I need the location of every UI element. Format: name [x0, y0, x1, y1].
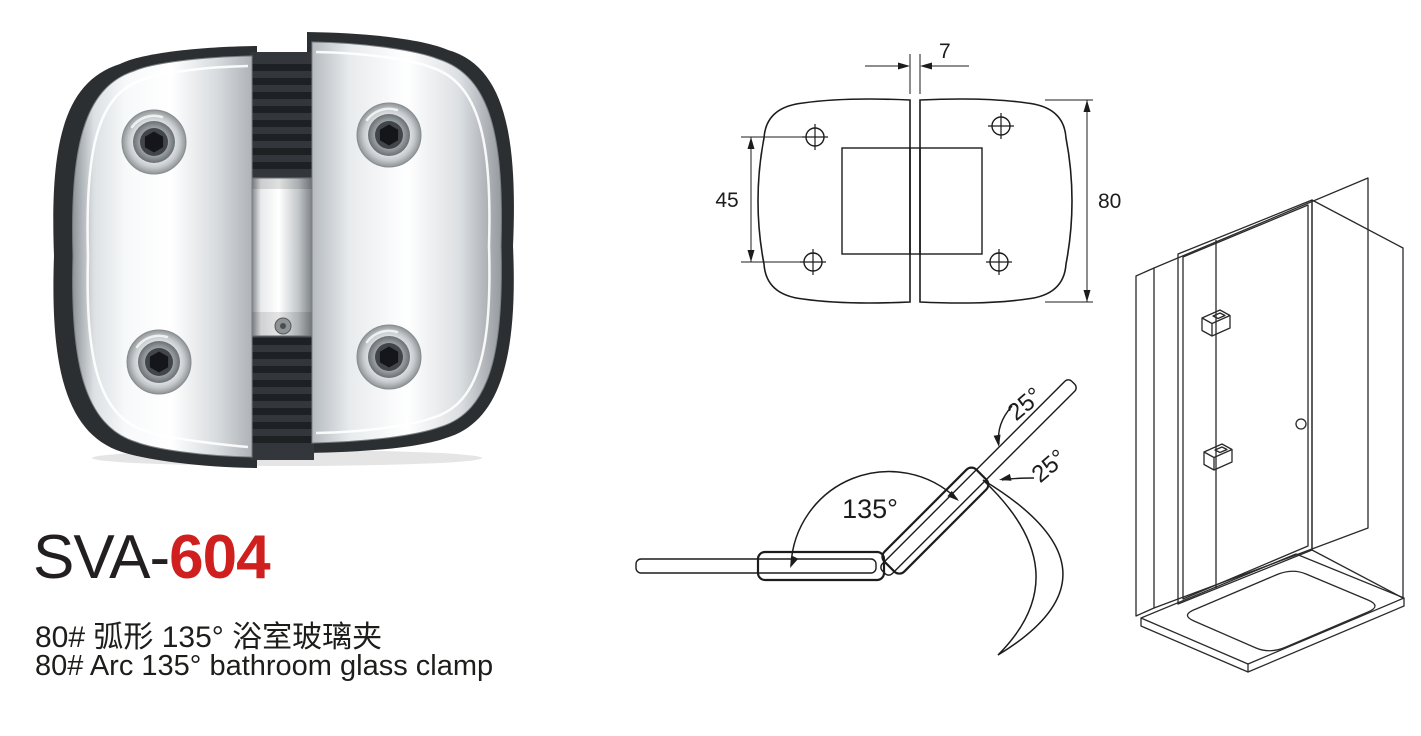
left-clamp-plate: [72, 55, 253, 458]
angle-label-swing-upper: 25°: [1003, 382, 1048, 426]
dimension-overall-height: 80: [1045, 99, 1121, 303]
hex-screw-bottom-left: [125, 328, 193, 396]
angled-glass-panel: [880, 379, 1077, 576]
angle-label-main: 135°: [842, 494, 898, 524]
main-angle-annotation: 135°: [790, 470, 959, 568]
clamp-on-horizontal-panel: [756, 550, 886, 582]
dimension-hole-spacing: 45: [715, 136, 804, 263]
product-photo: [53, 32, 514, 468]
hex-screw-top-right: [355, 101, 423, 169]
swing-upper-annotation: 25°: [993, 382, 1048, 447]
installation-diagram: [1135, 177, 1405, 673]
hinge-barrel: [248, 177, 316, 337]
screw-holes: [800, 113, 1014, 275]
product-code: SVA-604: [33, 522, 271, 593]
door-knob: [1295, 418, 1307, 430]
swing-envelope: [982, 479, 1064, 656]
swing-lower-annotation: 25°: [999, 444, 1072, 488]
hex-screw-bottom-right: [355, 323, 423, 391]
glass-notch: [841, 147, 983, 255]
top-view-plates: [757, 98, 1073, 304]
return-panel: [1311, 199, 1404, 599]
glass-door-panel: [1177, 199, 1313, 605]
dim-label-height: 80: [1098, 190, 1121, 213]
angle-diagram: 135° 25° 25°: [635, 379, 1077, 656]
angle-label-swing-lower: 25°: [1027, 444, 1072, 488]
product-code-prefix: SVA-: [33, 523, 170, 592]
hex-screw-top-left: [120, 108, 188, 176]
product-title-zh: 80# 弧形 135° 浴室玻璃夹: [35, 621, 383, 654]
dim-label-gap: 7: [939, 40, 951, 63]
clamp-on-angled-panel: [881, 466, 990, 575]
top-view-drawing: 45 80 7: [715, 40, 1121, 304]
horizontal-glass-panel: [635, 550, 886, 582]
fixed-panel-edge: [1135, 267, 1155, 617]
dimension-glass-gap: 7: [865, 40, 969, 94]
product-code-number: 604: [169, 523, 270, 592]
hinge-clamp-marker-lower: [1203, 443, 1233, 471]
dim-label-hole-spacing: 45: [715, 189, 738, 212]
product-title-en: 80# Arc 135° bathroom glass clamp: [35, 650, 494, 682]
shower-enclosure-outline: [1135, 177, 1404, 617]
shower-tray: [1140, 553, 1405, 673]
